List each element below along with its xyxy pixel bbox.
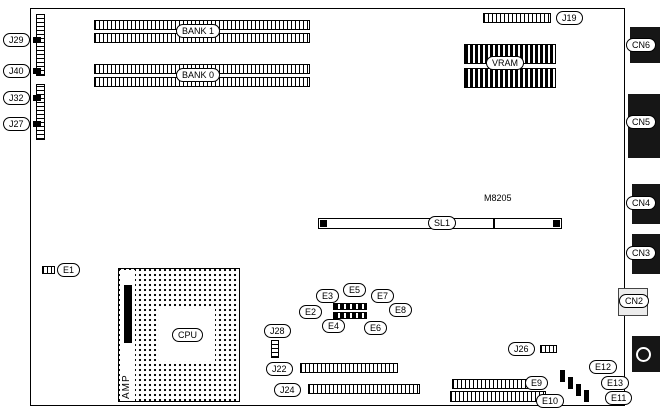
jumper-pin-2: [568, 377, 573, 389]
j27-pointer: [33, 121, 41, 127]
j26-connector: [540, 345, 557, 353]
label-e5: E5: [343, 283, 367, 297]
label-cn4: CN4: [626, 196, 657, 210]
label-sl1: SL1: [428, 216, 457, 230]
bottom-edge-connector: [450, 391, 546, 402]
j28-connector: [271, 340, 279, 358]
ic-label-m8205: M8205: [484, 193, 512, 203]
left-edge-connector-upper: [36, 14, 45, 76]
label-e10: E10: [536, 394, 565, 408]
sl1-end-left: [320, 220, 327, 227]
label-cn5: CN5: [626, 115, 657, 129]
label-j22: J22: [266, 362, 293, 376]
label-cn6: CN6: [626, 38, 657, 52]
e1-jumper-pins: [42, 266, 55, 274]
label-j27: J27: [3, 117, 30, 131]
e9-connector: [452, 379, 528, 389]
j22-connector: [300, 363, 398, 373]
label-e9: E9: [525, 376, 549, 390]
label-cn2: CN2: [619, 294, 650, 308]
label-j32: J32: [3, 91, 30, 105]
left-edge-connector-lower: [36, 84, 45, 140]
label-e11: E11: [605, 391, 633, 405]
label-e12: E12: [589, 360, 618, 374]
label-cpu: CPU: [172, 328, 204, 342]
label-j24: J24: [274, 383, 301, 397]
jumper-pin-1: [560, 370, 565, 382]
label-e3: E3: [316, 289, 340, 303]
label-e4: E4: [322, 319, 346, 333]
sl1-key-notch: [493, 219, 496, 228]
jumper-pin-3: [576, 384, 581, 396]
label-e13: E13: [601, 376, 630, 390]
label-vram: VRAM: [486, 56, 525, 70]
label-e8: E8: [389, 303, 413, 317]
j40-pointer: [33, 68, 41, 74]
label-j40: J40: [3, 64, 30, 78]
label-e2: E2: [299, 305, 323, 319]
label-j29: J29: [3, 33, 30, 47]
label-cn3: CN3: [626, 246, 657, 260]
cpu-amp-marking: AMP: [121, 374, 132, 399]
cpu-lever-slot: [124, 285, 132, 343]
label-e7: E7: [371, 289, 395, 303]
jumper-block-row-upper: [333, 303, 367, 310]
sl1-end-right: [553, 220, 560, 227]
label-j26: J26: [508, 342, 535, 356]
label-bank0: BANK 0: [176, 68, 221, 82]
j29-pointer: [33, 37, 41, 43]
audio-jack-hole: [636, 347, 651, 362]
j32-pointer: [33, 95, 41, 101]
label-e6: E6: [364, 321, 388, 335]
j19-connector: [483, 13, 551, 23]
label-j19: J19: [556, 11, 583, 25]
label-bank1: BANK 1: [176, 24, 221, 38]
label-e1: E1: [57, 263, 81, 277]
j24-connector: [308, 384, 420, 394]
vram-chip-lower: [464, 68, 556, 88]
audio-jack-connector: [632, 336, 660, 372]
jumper-block-row-lower: [333, 312, 367, 319]
jumper-pin-4: [584, 390, 589, 402]
label-j28: J28: [264, 324, 291, 338]
